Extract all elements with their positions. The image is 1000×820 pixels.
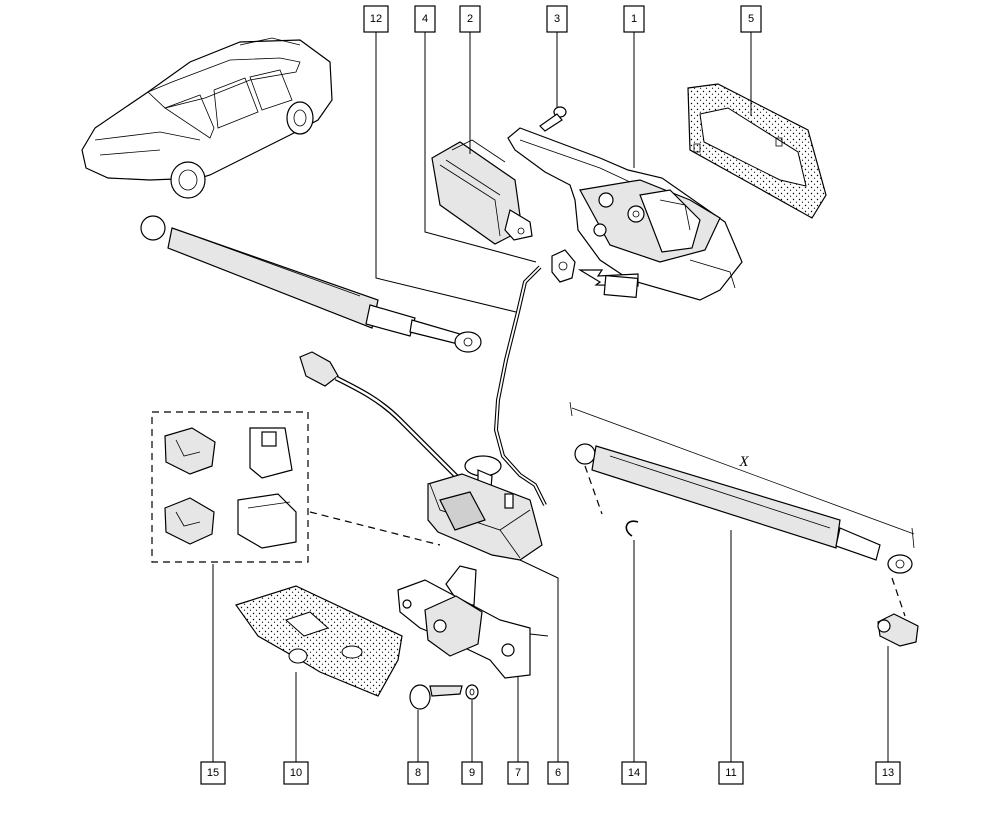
striker-support-plate — [235, 585, 403, 697]
screw-part-3 — [539, 106, 567, 132]
callout-1: 1 — [623, 5, 645, 33]
gas-strut-lower — [569, 401, 915, 574]
callout-7: 7 — [507, 761, 529, 785]
lower-lock-assembly — [427, 455, 543, 561]
callout-13-label: 13 — [882, 767, 894, 779]
dimension-label: X — [738, 454, 749, 470]
callout-9: 9 — [461, 761, 483, 785]
callout-8-label: 8 — [415, 767, 421, 779]
callout-6: 6 — [547, 761, 569, 785]
callout-15-label: 15 — [207, 767, 219, 779]
direction-arrow — [577, 269, 639, 299]
circlip — [625, 520, 639, 537]
lock-gasket — [687, 83, 827, 219]
bolt — [409, 684, 463, 710]
callout-14-label: 14 — [628, 767, 640, 779]
callout-5: 5 — [740, 5, 762, 33]
callout-12: 12 — [363, 5, 389, 33]
callout-13: 13 — [875, 761, 901, 785]
washer — [465, 684, 479, 700]
callout-4-label: 4 — [422, 13, 428, 25]
callout-5-label: 5 — [748, 13, 754, 25]
end-fitting — [877, 577, 919, 647]
callout-11: 11 — [718, 761, 744, 785]
callout-11-label: 11 — [725, 767, 736, 779]
callout-4: 4 — [414, 5, 436, 33]
tailgate-lock-mechanism — [507, 127, 743, 301]
clip-kit — [151, 411, 309, 563]
central-locking-actuator — [431, 139, 533, 245]
callout-2: 2 — [459, 5, 481, 33]
wiring-harness — [299, 351, 462, 482]
callout-6-label: 6 — [555, 767, 561, 779]
leader-lines — [212, 32, 889, 772]
callout-7-label: 7 — [515, 767, 521, 779]
callout-10-label: 10 — [290, 767, 302, 779]
callout-8: 8 — [407, 761, 429, 785]
callout-3: 3 — [546, 5, 568, 33]
callout-15: 15 — [200, 761, 226, 785]
callout-9-label: 9 — [469, 767, 475, 779]
gas-strut-upper — [140, 215, 482, 353]
callout-2-label: 2 — [467, 13, 473, 25]
callout-1-label: 1 — [631, 13, 637, 25]
callout-3-label: 3 — [554, 13, 560, 25]
rod-clip — [551, 249, 576, 283]
car-illustration — [81, 37, 333, 199]
control-rod — [493, 265, 547, 506]
callout-12-label: 12 — [370, 13, 382, 25]
callout-14: 14 — [621, 761, 647, 785]
clip-kit-dashed-link — [309, 511, 441, 546]
striker — [397, 565, 531, 679]
callout-10: 10 — [283, 761, 309, 785]
